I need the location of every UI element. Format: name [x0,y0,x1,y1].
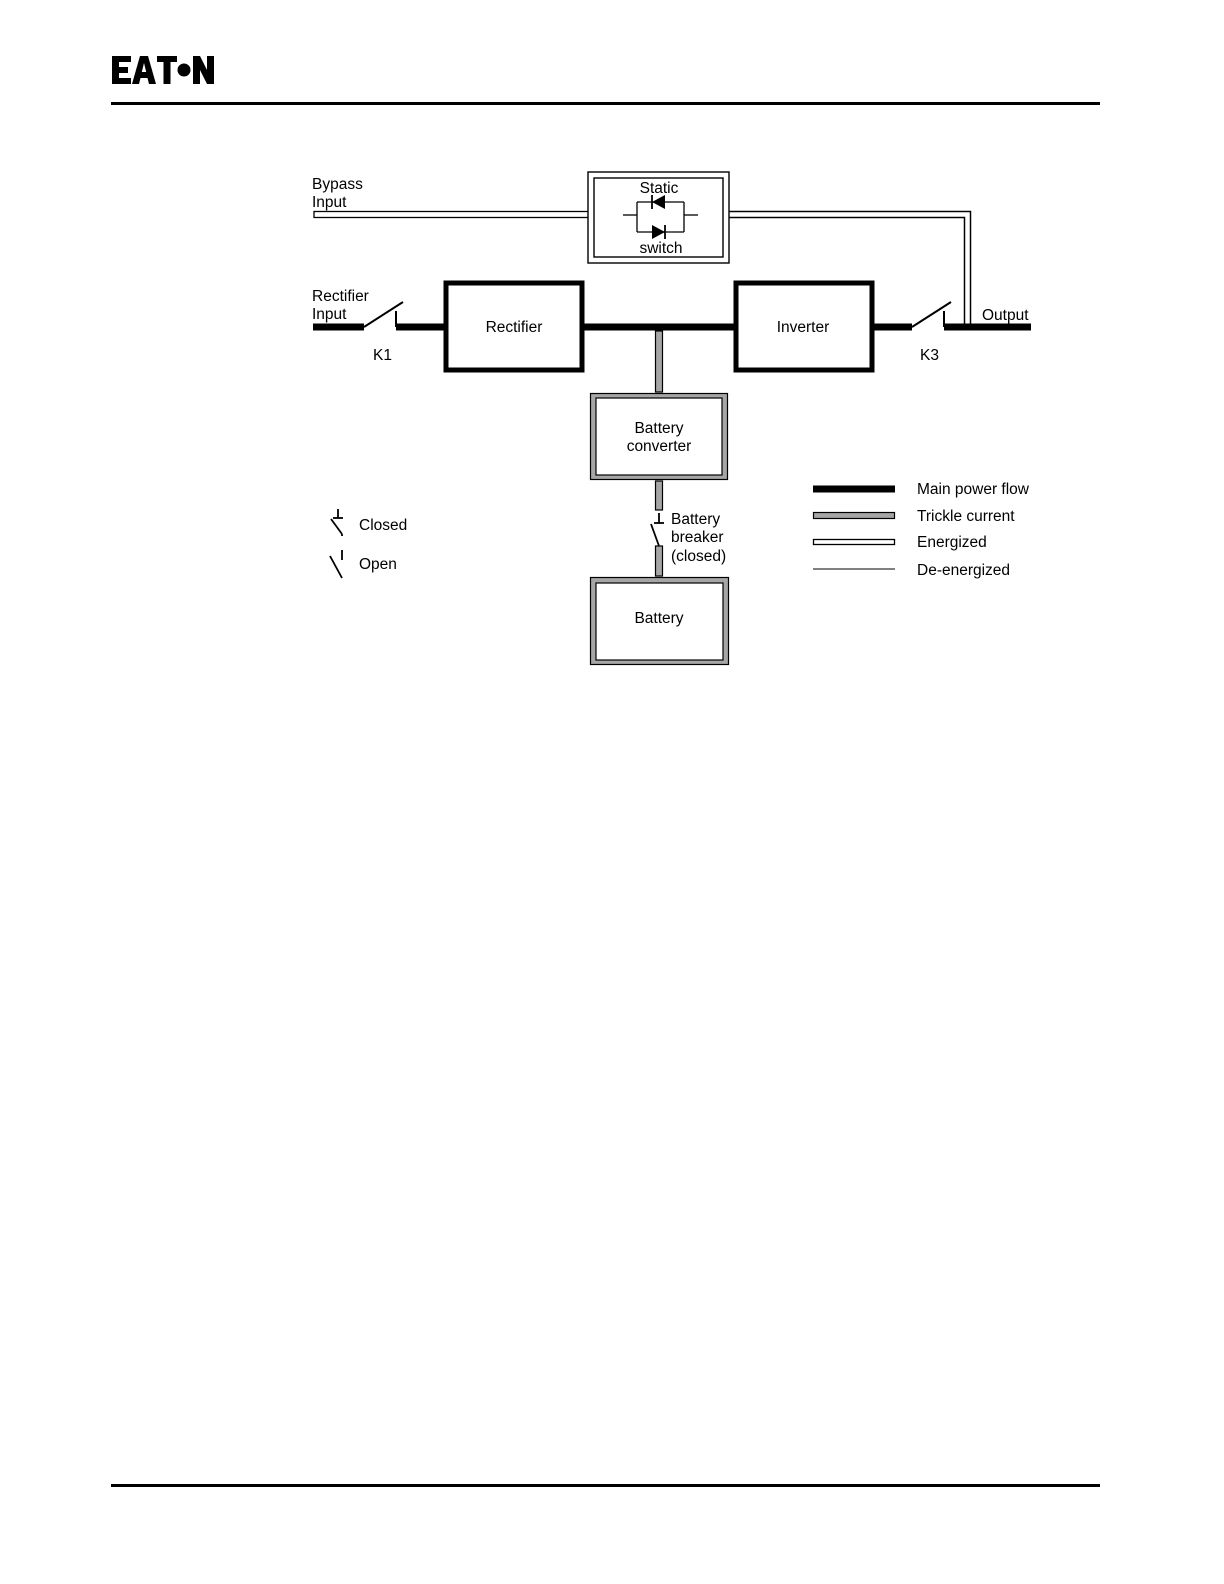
battery-breaker-label-2: breaker [671,529,724,546]
de-energized-legend-label: De-energized [917,562,1010,579]
ups-power-flow-diagram: Static switch Bypass Input Rectifier Inp… [0,0,1224,700]
trickle-current-legend-label: Trickle current [917,508,1015,525]
trickle-current-legend-swatch [814,513,895,519]
open-switch-legend-icon [330,550,342,578]
footer-rule [111,1484,1100,1487]
battery-converter-label-1: Battery [634,420,683,437]
output-label: Output [982,307,1029,324]
static-switch-label-top: Static [640,180,679,197]
inverter-label: Inverter [777,319,830,336]
closed-legend-label: Closed [359,517,407,534]
open-legend-label: Open [359,556,397,573]
k1-switch-icon [364,302,403,327]
battery-breaker-switch-icon [651,513,664,546]
bypass-input-label-1: Bypass [312,176,363,193]
energized-legend-swatch [814,540,895,545]
bypass-input-label-2: Input [312,194,347,211]
rectifier-input-label-1: Rectifier [312,288,369,305]
battery-breaker-label-1: Battery [671,511,720,528]
energized-legend-label: Energized [917,534,987,551]
k3-label: K3 [920,347,939,364]
static-switch-label-bottom: switch [639,240,682,257]
battery-breaker-label-3: (closed) [671,548,726,565]
battery-converter-label-2: converter [627,438,692,455]
battery-label: Battery [634,610,683,627]
k3-switch-icon [912,302,951,327]
rectifier-input-label-2: Input [312,306,347,323]
k1-label: K1 [373,347,392,364]
bypass-input-line [314,212,589,218]
closed-switch-legend-icon [331,509,343,536]
main-power-flow-legend-label: Main power flow [917,481,1030,498]
rectifier-label: Rectifier [486,319,543,336]
